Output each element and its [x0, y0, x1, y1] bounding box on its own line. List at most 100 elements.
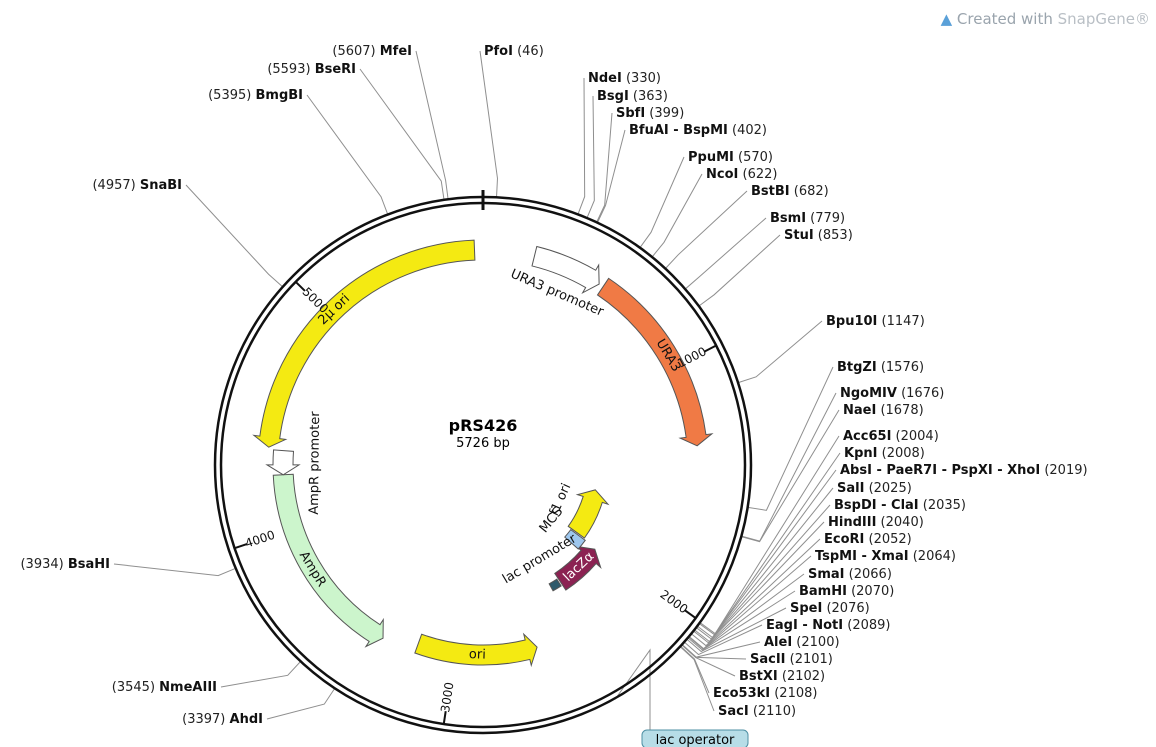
site-pfoi-label: PfoI (46) [484, 44, 544, 59]
feature-2-ori-arrow [252, 239, 476, 448]
site-name: SnaBI [140, 178, 182, 193]
site-leader-line [185, 184, 283, 287]
site-leader-line [699, 234, 781, 306]
site-name: BseRI [315, 62, 356, 77]
site-name: BstXI [739, 669, 778, 684]
tick-label: 3000 [438, 681, 456, 713]
site-leader-line [640, 156, 685, 248]
site-name: KpnI [844, 446, 877, 461]
site-position: (682) [790, 184, 829, 199]
site-name: BsgI [597, 89, 629, 104]
site-position: (1147) [877, 314, 924, 329]
plasmid-length: 5726 bp [456, 436, 510, 451]
site-saci-label: SacI (2110) [718, 704, 796, 719]
site-name: SalI [837, 481, 864, 496]
site-name: BfuAI - BspMI [629, 123, 728, 138]
watermark-brand: SnapGene® [1057, 10, 1150, 28]
site-leader-line [696, 487, 834, 640]
site-leader-line [685, 217, 767, 289]
tick-label: 4000 [243, 528, 276, 551]
site-naei-label: NaeI (1678) [843, 403, 924, 418]
site-name: MfeI [380, 44, 412, 59]
lac-operator-label: lac operator [656, 733, 735, 747]
plasmid-backbone [213, 190, 753, 735]
site-position: (2052) [864, 532, 911, 547]
tick-label: 1000 [675, 344, 709, 370]
site-leader-line [220, 661, 301, 688]
site-name: SacI [718, 704, 749, 719]
site-name: Acc65I [843, 429, 891, 444]
site-absi-paer7i-pspxi-xhoi-label: AbsI - PaeR7I - PspXI - XhoI (2019) [840, 463, 1088, 478]
snapgene-watermark: ▲ Created with SnapGene® [941, 10, 1150, 28]
feature-mcs-arrow [564, 528, 586, 550]
site-leader-line [691, 538, 821, 647]
site-position: (1576) [877, 360, 924, 375]
site-leader-line [577, 77, 586, 214]
site-name: BmgBI [255, 88, 303, 103]
site-position: (2008) [877, 446, 924, 461]
site-name: BstBI [751, 184, 790, 199]
site-hindiii-label: HindIII (2040) [828, 515, 924, 530]
site-position: (2108) [770, 686, 817, 701]
site-position: (2100) [792, 635, 839, 650]
site-position: (2089) [843, 618, 890, 633]
site-leader-line [665, 190, 748, 269]
site-bseri-label: (5593) BseRI [267, 62, 356, 77]
site-position: (779) [806, 211, 845, 226]
site-kpni-label: KpnI (2008) [844, 446, 925, 461]
site-bsmi-label: BsmI (779) [770, 211, 845, 226]
site-position: (5593) [267, 62, 314, 77]
site-position: (330) [622, 71, 661, 86]
tick-mark [234, 543, 248, 550]
site-ahdi-label: (3397) AhdI [182, 712, 263, 727]
site-position: (2004) [891, 429, 938, 444]
site-bspdi-clai-label: BspDI - ClaI (2035) [834, 498, 966, 513]
site-name: NmeAIII [159, 680, 217, 695]
feature-ampr-promoter-label: AmpR promoter [307, 411, 323, 515]
snapgene-logo-icon: ▲ [940, 10, 953, 28]
site-position: (399) [645, 106, 684, 121]
site-name: StuI [784, 228, 814, 243]
site-name: Eco53kI [713, 686, 770, 701]
site-name: BtgZI [837, 360, 877, 375]
site-eco53ki-label: Eco53kI (2108) [713, 686, 817, 701]
site-bstbi-label: BstBI (682) [751, 184, 829, 199]
feature-ori-arrow [414, 632, 538, 668]
site-position: (2066) [845, 567, 892, 582]
feature-ura3-promoter-arrow [531, 245, 600, 295]
tick-mark [684, 609, 697, 619]
site-acc65i-label: Acc65I (2004) [843, 429, 939, 444]
site-ndei-label: NdeI (330) [588, 71, 661, 86]
site-leader-line [596, 112, 613, 222]
site-name: NdeI [588, 71, 622, 86]
site-bsahi-label: (3934) BsaHI [20, 557, 110, 572]
site-position: (2025) [864, 481, 911, 496]
site-name: BsaHI [68, 557, 110, 572]
lac-operator-badge: lac operator [641, 729, 749, 747]
site-leader-line [479, 50, 498, 197]
site-name: AhdI [230, 712, 263, 727]
site-position: (4957) [92, 178, 139, 193]
site-ngomiv-label: NgoMIV (1676) [840, 386, 944, 401]
site-position: (2101) [786, 652, 833, 667]
feature-ampr-arrow [272, 473, 384, 648]
site-position: (1678) [876, 403, 923, 418]
site-labels: PfoI (46)(5607) MfeI(5593) BseRI(5395) B… [20, 44, 1087, 727]
site-bmgbi-label: (5395) BmgBI [208, 88, 303, 103]
site-leader-line [738, 320, 823, 383]
site-leader-line [742, 409, 840, 543]
site-name: PpuMI [688, 150, 734, 165]
site-snabi-label: (4957) SnaBI [92, 178, 182, 193]
site-name: SacII [750, 652, 786, 667]
site-position: (2102) [778, 669, 825, 684]
feature-lacz-arrow [554, 545, 602, 591]
site-position: (570) [734, 150, 773, 165]
site-leader-line [359, 68, 445, 199]
tick-mark [704, 344, 717, 353]
site-position: (3545) [112, 680, 159, 695]
site-leader-line [680, 646, 715, 712]
site-position: (853) [814, 228, 853, 243]
site-position: (402) [728, 123, 767, 138]
site-bstxi-label: BstXI (2102) [739, 669, 825, 684]
site-name: NcoI [706, 167, 738, 182]
